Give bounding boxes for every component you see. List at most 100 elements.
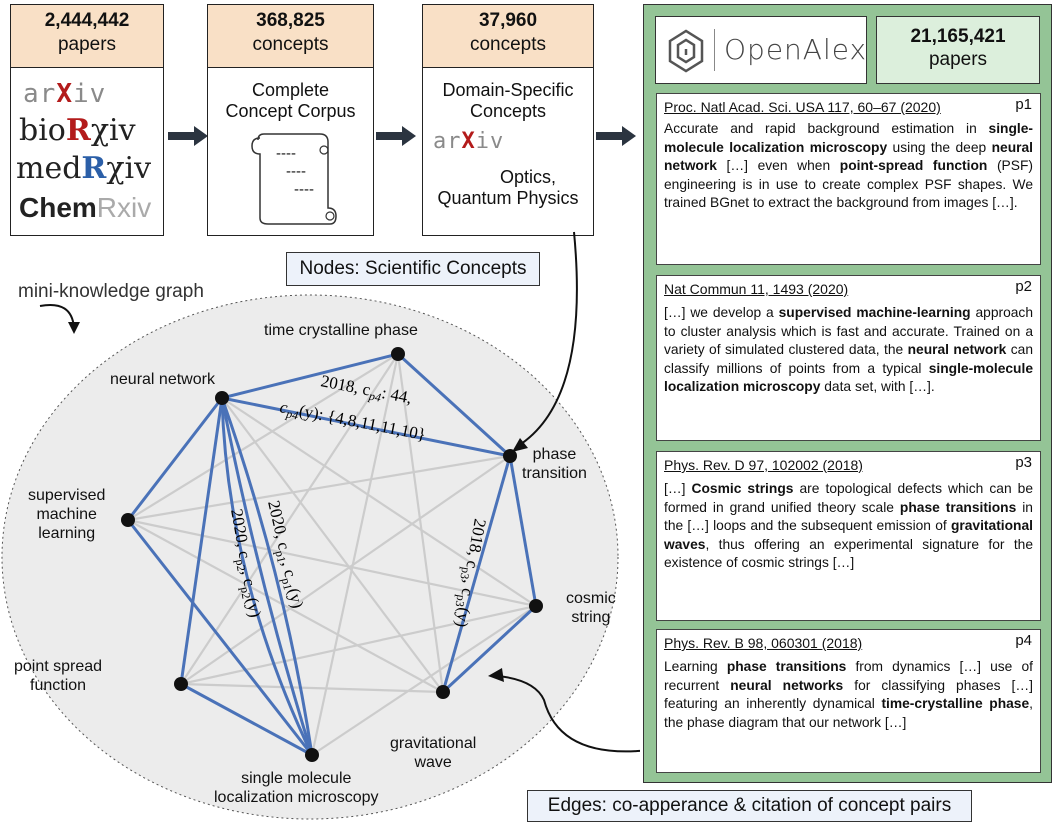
edge-strong-neural-network-single-molecule-2 bbox=[220, 397, 314, 756]
domain-title-1: Domain-Specific bbox=[442, 80, 574, 100]
edge-strong-neural-network-single-molecule-1 bbox=[220, 397, 314, 756]
node-time-crystalline-phase bbox=[391, 347, 405, 361]
corpus-title-1: Complete bbox=[251, 80, 330, 100]
node-point-spread-function bbox=[174, 677, 188, 691]
openalex-panel: OpenAlex 21,165,421 papers Proc. Natl Ac… bbox=[643, 4, 1052, 783]
edge-weak-single-molecule-localization-microscopy-cosmic-string bbox=[311, 605, 537, 756]
paper-id-p4: p4 bbox=[1015, 632, 1032, 649]
text-segment: for classifying phases […] featuring an … bbox=[664, 677, 1034, 712]
paper-card-p1: Proc. Natl Acad. Sci. USA 117, 60–67 (20… bbox=[656, 93, 1041, 265]
node-phase-transition bbox=[503, 449, 517, 463]
text-segment: , thus offering an experimental signatur… bbox=[664, 536, 1033, 571]
text-segment: […] bbox=[664, 481, 692, 496]
scroll-line-3: ---- bbox=[294, 181, 314, 198]
domain-unit: concepts bbox=[469, 34, 547, 55]
graph-title: mini-knowledge graph bbox=[18, 281, 204, 302]
openalex-logo-icon bbox=[668, 29, 704, 73]
text-segment: Learning bbox=[664, 659, 727, 674]
text-segment: using the deep bbox=[887, 139, 992, 155]
sources-count: 2,444,442 bbox=[44, 10, 130, 31]
highlight-term: time-crystalline phase bbox=[881, 696, 1030, 711]
paper-text-p2: […] we develop a supervised machine-lear… bbox=[664, 304, 1033, 397]
scroll-line-2: ---- bbox=[286, 163, 306, 180]
highlight-term: phase transitions bbox=[899, 499, 1017, 515]
paper-ref-p3: Phys. Rev. D 97, 102002 (2018) bbox=[664, 457, 863, 473]
paper-card-p4: Phys. Rev. B 98, 060301 (2018) p4 Learni… bbox=[656, 629, 1041, 773]
highlight-term: single-molecule localization microscopy bbox=[664, 121, 1033, 155]
text-segment: from dynamics […] use of recurrent bbox=[664, 659, 1033, 693]
edge-strong-phase-transition-cosmic-string bbox=[508, 455, 538, 607]
text-segment: data set, with […]. bbox=[820, 379, 935, 394]
openalex-logo-box: OpenAlex bbox=[655, 16, 867, 84]
edge-strong-neural-network-point-spread-function bbox=[179, 397, 224, 685]
edge-weak-neural-network-cosmic-string bbox=[221, 397, 537, 607]
edge-weak-point-spread-function-cosmic-string bbox=[180, 604, 537, 686]
knowledge-graph: 2018, cp4: 44, cp4(y): {4,8,11,11,10} 20… bbox=[1, 231, 640, 820]
corpus-title-2: Concept Corpus bbox=[225, 101, 356, 121]
openalex-count-box: 21,165,421 papers bbox=[876, 16, 1040, 84]
flow-arrow-3 bbox=[596, 126, 636, 146]
sources-header: 2,444,442 papers bbox=[11, 5, 163, 68]
graph-title-arrow bbox=[39, 304, 75, 329]
domain-field-2: Quantum Physics bbox=[437, 188, 579, 208]
node-neural-network bbox=[215, 391, 229, 405]
p4-to-edge-arrow bbox=[497, 675, 640, 753]
scroll-icon bbox=[251, 133, 337, 225]
domain-header: 37,960 concepts bbox=[423, 5, 593, 68]
highlight-term: gravitational waves bbox=[664, 518, 1033, 552]
highlight-term: point-spread function bbox=[839, 158, 988, 173]
scroll-line-1: ---- bbox=[276, 145, 296, 162]
domain-box: 37,960 concepts Domain-Specific Concepts… bbox=[422, 4, 594, 236]
text-segment: , the phase diagram that our network […] bbox=[664, 696, 1033, 730]
edge-strong-point-spread-function-single-molecule-localization-microscopy bbox=[180, 682, 313, 757]
paper-text-p4: Learning phase transitions from dynamics… bbox=[664, 658, 1033, 732]
corpus-count: 368,825 bbox=[256, 10, 325, 31]
edge-strong-neural-network-supervised-machine-learning bbox=[126, 397, 224, 521]
text-segment: approach to cluster analysis which is fa… bbox=[664, 305, 1034, 357]
highlight-term: Cosmic strings bbox=[691, 481, 794, 496]
edge-weak-supervised-machine-learning-cosmic-string bbox=[127, 518, 537, 608]
node-gravitational-wave bbox=[436, 685, 450, 699]
flow-arrow-2 bbox=[376, 126, 416, 146]
domain-to-node-arrow bbox=[517, 231, 578, 447]
highlight-term: neural networks bbox=[730, 677, 844, 693]
domain-count: 37,960 bbox=[478, 10, 538, 31]
edge-weak-point-spread-function-gravitational-wave bbox=[180, 682, 444, 694]
paper-card-p3: Phys. Rev. D 97, 102002 (2018) p3 […] Co… bbox=[656, 451, 1041, 621]
edge-strong-phase-transition-gravitational-wave bbox=[441, 455, 512, 693]
medrxiv-logo: medRχiv bbox=[16, 151, 152, 186]
text-segment: […] we develop a bbox=[664, 305, 779, 320]
sources-box: 2,444,442 papers arXiv bioRχiv medRχiv C… bbox=[10, 4, 164, 236]
node-label-time-crystalline-phase: time crystalline phase bbox=[264, 322, 418, 339]
text-segment: in the […] loops and the subsequent emis… bbox=[664, 499, 1033, 534]
edge-strong-neural-network-time-crystalline-phase bbox=[221, 352, 399, 400]
domain-arxiv-logo: arXiv bbox=[433, 129, 505, 154]
nodes-label: Nodes: Scientific Concepts bbox=[286, 252, 540, 286]
openalex-unit: papers bbox=[928, 49, 988, 70]
highlight-term: neural network bbox=[907, 342, 1007, 357]
paper-text-p3: […] Cosmic strings are topological defec… bbox=[664, 480, 1033, 573]
paper-ref-p2: Nat Commun 11, 1493 (2020) bbox=[664, 281, 849, 297]
sources-unit: papers bbox=[57, 34, 117, 55]
openalex-name: OpenAlex bbox=[724, 33, 868, 66]
node-single-molecule-localization-microscopy bbox=[305, 748, 319, 762]
highlight-term: phase transitions bbox=[726, 659, 847, 674]
paper-ref-p1: Proc. Natl Acad. Sci. USA 117, 60–67 (20… bbox=[664, 99, 941, 115]
edge-strong-neural-network-single-molecule-3 bbox=[220, 397, 314, 756]
text-segment: […] even when bbox=[716, 158, 840, 173]
text-segment: Accurate and rapid background estimation… bbox=[664, 121, 989, 136]
node-supervised-machine-learning bbox=[121, 513, 135, 527]
paper-id-p1: p1 bbox=[1015, 96, 1032, 113]
domain-title-2: Concepts bbox=[469, 101, 547, 121]
edge-weak-time-crystalline-phase-gravitational-wave bbox=[396, 353, 445, 693]
text-segment: can classify millions of points from a t… bbox=[664, 342, 1033, 376]
paper-ref-p4: Phys. Rev. B 98, 060301 (2018) bbox=[664, 635, 863, 651]
flow-arrow-1 bbox=[168, 126, 208, 146]
edge-weak-phase-transition-point-spread-function bbox=[180, 455, 511, 685]
paper-id-p2: p2 bbox=[1015, 278, 1032, 295]
